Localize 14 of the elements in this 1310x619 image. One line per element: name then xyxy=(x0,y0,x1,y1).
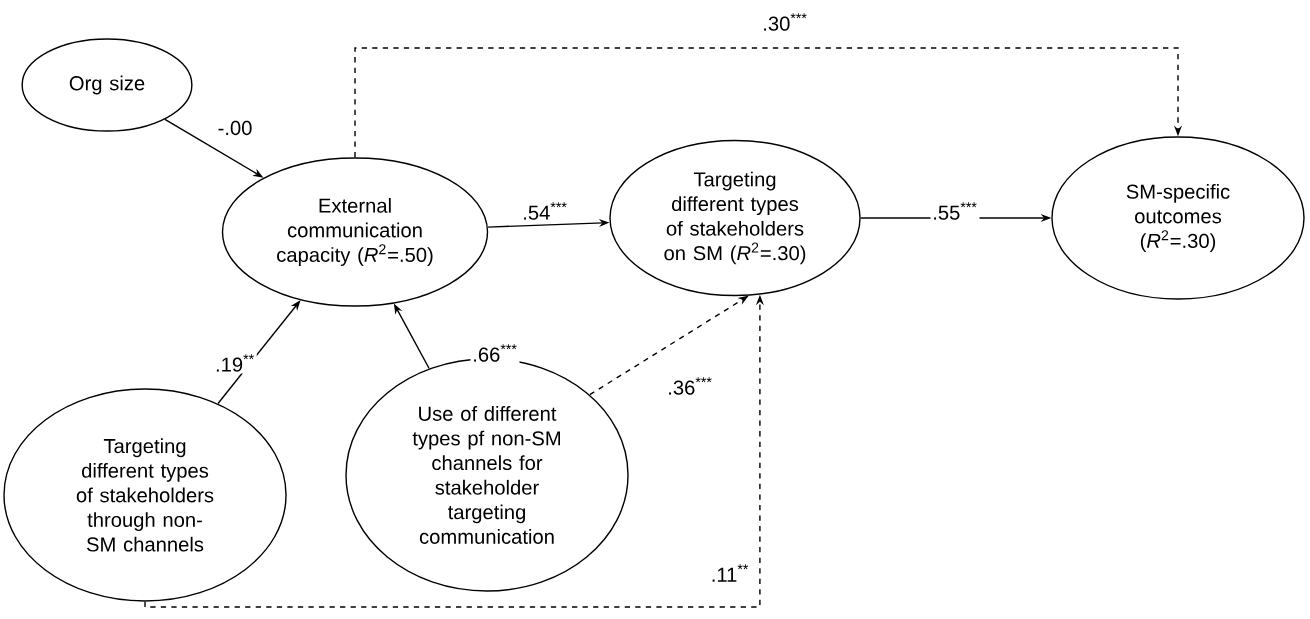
ellipse-node: SM-specific outcomes (R$^{2}$=.30) xyxy=(1051,136,1305,300)
edge-label: .19$^{**}$ xyxy=(213,352,257,374)
edge-label: .55$^{***}$ xyxy=(930,200,980,222)
arrow xyxy=(354,47,1183,158)
edge-label: .36$^{***}$ xyxy=(665,375,715,397)
ellipse-node: Targeting different types of stakeholders on SM (R$^{2}$=.30) xyxy=(609,139,861,297)
ellipse-node: Org size xyxy=(21,38,193,132)
edge-label: .54$^{***}$ xyxy=(520,200,570,222)
edge-label: .66$^{***}$ xyxy=(470,342,520,364)
edge-label: .30$^{***}$ xyxy=(760,11,810,33)
ellipse-node: External communication capacity (R$^{2}$=.50) xyxy=(221,157,489,307)
edge-label: .11$^{**}$ xyxy=(709,562,751,584)
edge-label: -.00 xyxy=(215,119,255,137)
ellipse-node: Targeting different types of stakeholders through non-SM channels xyxy=(3,388,287,602)
